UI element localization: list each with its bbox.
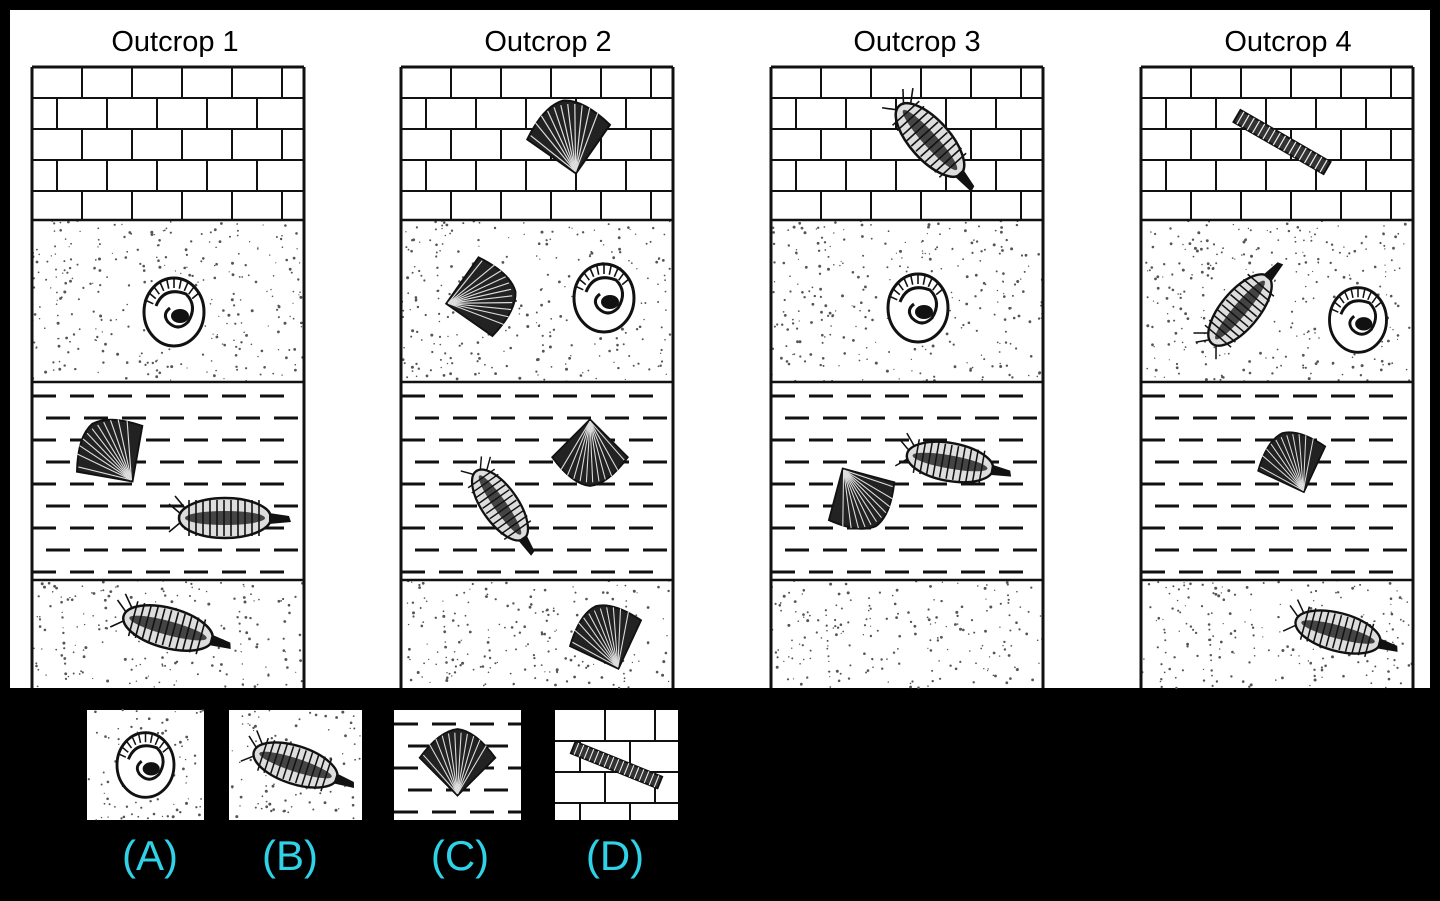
- crinoid-stem-icon-4-1: [1232, 108, 1332, 176]
- brachiopod-icon-2-4: [551, 418, 629, 487]
- outcrop-3: [769, 65, 1045, 689]
- option-b-label: (B): [262, 832, 318, 879]
- option-a-label: (A): [122, 832, 178, 879]
- trilobite-icon-3-3: [894, 432, 1012, 485]
- option-d-box: [555, 710, 678, 820]
- trilobite-icon-3-1: [882, 88, 975, 192]
- outcrop-1-title: Outcrop 1: [111, 26, 239, 58]
- outcrop-2: [399, 65, 675, 690]
- outcrop-1-border: [30, 67, 306, 688]
- ammonite-icon-1-1: [142, 276, 206, 348]
- outcrop-4-border: [1139, 67, 1415, 688]
- outcrop-2-border: [399, 67, 675, 688]
- ammonite-icon-2-3: [572, 262, 636, 334]
- outcrop-1-layer-limestone-1: [32, 65, 304, 220]
- brachiopod-icon-1-2: [75, 418, 144, 483]
- brachiopod-icon-2-6: [568, 604, 643, 670]
- outcrop-3-title: Outcrop 3: [853, 26, 981, 58]
- outcrop-2-title: Outcrop 2: [484, 26, 612, 58]
- brachiopod-icon-2-2: [444, 256, 517, 338]
- trilobite-icon-option-b: [240, 730, 354, 792]
- outcrop-3-layer-shale-3: [771, 380, 1043, 580]
- outcrop-4-layer-shale-3: [1141, 380, 1413, 580]
- brachiopod-icon-4-4: [1257, 431, 1327, 494]
- outcrop-2-layer-shale-3: [401, 380, 673, 580]
- trilobite-icon-2-5: [460, 456, 535, 556]
- crinoid-stem-icon-option-d: [569, 740, 664, 790]
- outcrop-1-layer-shale-3: [32, 380, 304, 580]
- option-d-label: (D): [585, 832, 645, 879]
- option-c-box: [394, 710, 521, 820]
- outcrop-1: [30, 65, 306, 688]
- trilobite-icon-4-2: [1193, 262, 1284, 360]
- option-b-box: [229, 709, 362, 820]
- trilobite-icon-1-4: [109, 593, 231, 655]
- trilobite-icon-1-3: [168, 495, 291, 540]
- option-a-box: [87, 708, 204, 821]
- outcrop-4-title: Outcrop 4: [1224, 26, 1352, 58]
- outcrop-4: [1139, 65, 1415, 690]
- brachiopod-icon-2-1: [525, 99, 612, 175]
- trilobite-icon-4-5: [1282, 599, 1398, 658]
- brachiopod-icon-3-4: [827, 467, 896, 530]
- outcrop-3-border: [769, 67, 1045, 688]
- brachiopod-icon-option-c: [418, 728, 497, 797]
- outcrop-3-layer-sandstone-4: [771, 578, 1043, 689]
- ammonite-icon-3-2: [886, 272, 950, 344]
- option-c-label: (C): [430, 832, 490, 879]
- ammonite-icon-option-a: [115, 731, 176, 799]
- ammonite-icon-4-3: [1328, 286, 1388, 354]
